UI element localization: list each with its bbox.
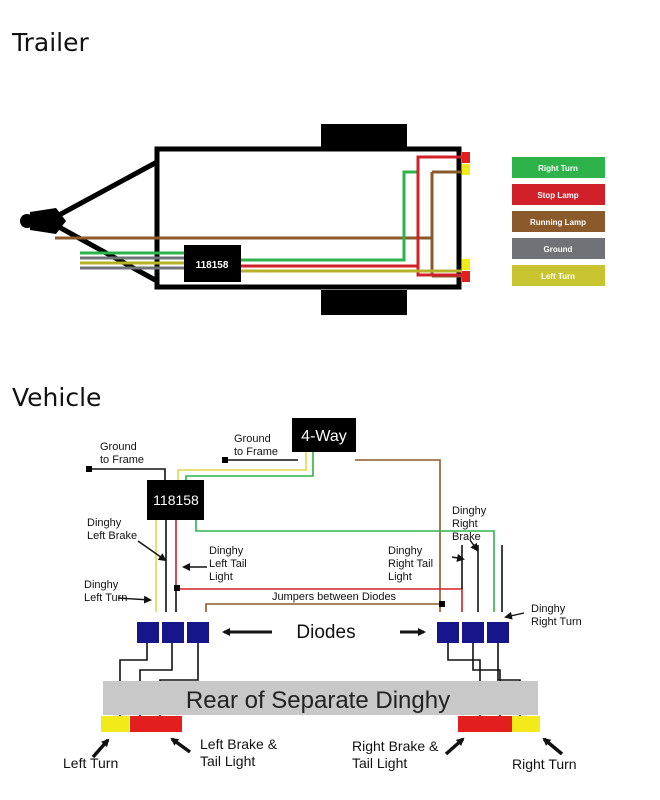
jumpers-label: Jumpers between Diodes — [272, 591, 397, 603]
diode-group-right — [437, 622, 509, 643]
legend-running-lamp-swatch — [512, 211, 605, 232]
legend-left-turn-label: Left Turn — [541, 272, 575, 281]
trailer-bottom-tire — [321, 290, 407, 315]
jumper-dot-left — [174, 585, 180, 591]
vehicle-heading: Vehicle — [12, 383, 102, 412]
legend-ground-label: Ground — [544, 245, 573, 254]
vehicle-wires — [90, 451, 503, 612]
bottom-arrows — [91, 737, 564, 759]
trailer-hitch-coupler — [30, 208, 66, 234]
vehicle-diagram: Rear of Separate Dinghy 4-Way 118158 Dio… — [63, 418, 582, 772]
trailer-right-lamp-red — [462, 152, 470, 163]
four-way-connector — [292, 418, 356, 452]
diode — [162, 622, 184, 643]
four-way-label: 4-Way — [301, 428, 347, 445]
diode — [437, 622, 459, 643]
trailer-hitch-ball — [20, 214, 34, 228]
trailer-tongue-upper — [46, 159, 159, 224]
trailer-top-tire — [321, 124, 407, 150]
legend-left-turn-swatch — [512, 265, 605, 286]
rear-of-dinghy-label: Rear of Separate Dinghy — [186, 687, 450, 714]
left-turn-label: Left Turn — [63, 755, 118, 771]
trailer-module-label: 118158 — [196, 260, 229, 271]
diode — [137, 622, 159, 643]
ground-dot-left — [86, 466, 92, 472]
trailer-diagram: 118158 Right Turn Stop Lamp Running Lamp… — [20, 124, 605, 315]
trailer-module-118158 — [184, 245, 241, 282]
legend-stop-lamp-swatch — [512, 184, 605, 205]
trailer-right-lamp-yellow — [462, 164, 470, 175]
trailer-frame — [154, 146, 462, 290]
left-brake-lamp — [130, 716, 182, 732]
jumper-dot-right — [439, 601, 445, 607]
diode-group-left — [137, 622, 209, 643]
right-brake-lamp — [458, 716, 512, 732]
trailer-left-lamp-red — [462, 271, 470, 282]
left-turn-lamp — [101, 716, 129, 732]
right-turn-lamp — [512, 716, 540, 732]
legend-ground-swatch — [512, 238, 605, 259]
diode — [462, 622, 484, 643]
trailer-wires — [55, 155, 462, 278]
diodes-label: Diodes — [296, 622, 355, 643]
legend-stop-lamp-label: Stop Lamp — [537, 191, 578, 200]
diode — [187, 622, 209, 643]
legend-running-lamp-label: Running Lamp — [530, 218, 586, 227]
left-brake-tail-label: Left Brake &Tail Light — [200, 736, 278, 769]
trailer-legend: Right Turn Stop Lamp Running Lamp Ground… — [512, 157, 605, 286]
trailer-left-lamp-yellow — [462, 259, 470, 270]
right-brake-tail-label: Right Brake &Tail Light — [352, 738, 439, 771]
vehicle-module-label: 118158 — [153, 492, 199, 508]
legend-right-turn-label: Right Turn — [538, 164, 578, 173]
rear-of-dinghy-bar — [103, 681, 538, 715]
trailer-tongue-lower — [46, 218, 159, 284]
diode — [487, 622, 509, 643]
right-turn-label: Right Turn — [512, 756, 577, 772]
trailer-heading: Trailer — [12, 28, 89, 57]
vehicle-module-118158 — [147, 480, 204, 520]
callout-arrows — [117, 539, 525, 620]
legend-right-turn-swatch — [512, 157, 605, 178]
ground-dot-top — [222, 457, 228, 463]
